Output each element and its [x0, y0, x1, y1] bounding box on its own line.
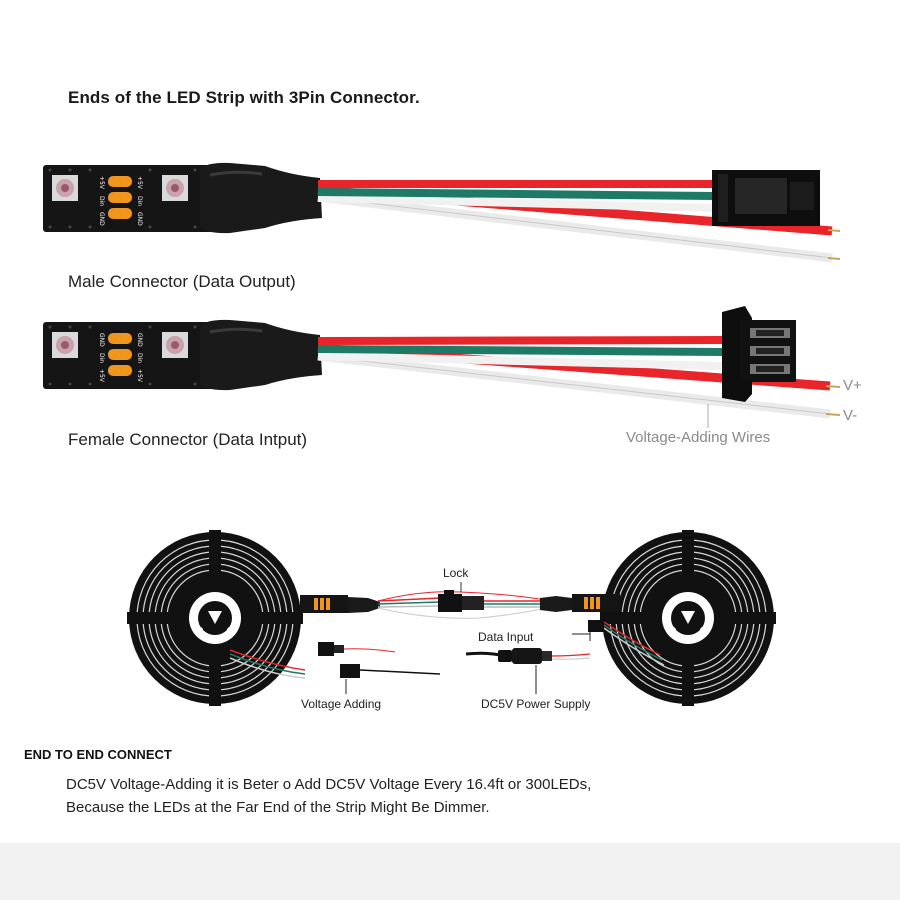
power-supply-plug [465, 648, 591, 664]
page-title: Ends of the LED Strip with 3Pin Connecto… [68, 88, 420, 107]
red-wire [317, 336, 723, 345]
solder-pads [108, 333, 132, 376]
v-plus-label: V+ [843, 377, 862, 394]
white-wire [317, 352, 723, 370]
female-connector-caption: Female Connector (Data Intput) [68, 430, 308, 449]
male-connector-caption: Male Connector (Data Output) [68, 272, 296, 291]
data-input-label: Data Input [478, 630, 534, 644]
heat-shrink-sleeve [200, 162, 322, 234]
male-connector-assembly: +5V Din GND +5V Din GND [43, 162, 841, 263]
led-chip [162, 332, 188, 358]
end-to-end-heading: END TO END CONNECT [24, 747, 172, 762]
heat-shrink-sleeve [200, 319, 322, 391]
voltage-adding-plug [340, 664, 441, 678]
voltage-adding-wires-label: Voltage-Adding Wires [626, 429, 771, 446]
green-wire [317, 345, 723, 356]
description-line-2: Because the LEDs at the Far End of the S… [66, 799, 490, 816]
female-3pin-housing [722, 306, 796, 402]
led-chip [52, 332, 78, 358]
lock-label: Lock [443, 566, 469, 580]
pin-label-din: Din [98, 353, 105, 363]
description-line-1: DC5V Voltage-Adding it is Beter o Add DC… [66, 776, 592, 793]
led-chip [52, 175, 78, 201]
footer-band [0, 843, 900, 900]
white-wire [317, 194, 716, 212]
pin-label-din: Din [98, 196, 105, 206]
pin-label-gnd: GND [136, 333, 143, 347]
pin-label-5v: +5V [98, 369, 105, 383]
male-3pin-housing [712, 170, 820, 226]
green-wire [317, 188, 716, 200]
lock-connector [438, 590, 484, 612]
end-to-end-diagram [127, 530, 776, 706]
pin-label-gnd: GND [98, 212, 105, 226]
pin-label-gnd: GND [136, 212, 143, 226]
voltage-adding-connector [318, 642, 396, 656]
pin-label-5v: +5V [136, 369, 143, 383]
voltage-adding-label: Voltage Adding [301, 697, 382, 711]
v-minus-label: V- [843, 407, 858, 424]
solder-pads [108, 176, 132, 219]
led-chip [162, 175, 188, 201]
pin-label-gnd: GND [98, 333, 105, 347]
led-reel-right [600, 530, 776, 706]
pin-label-din: Din [136, 196, 143, 206]
pin-label-5v: +5V [98, 176, 105, 190]
female-connector-assembly: GND Din +5V GND Din +5V [43, 306, 841, 428]
power-supply-label: DC5V Power Supply [481, 697, 591, 711]
pin-label-5v: +5V [136, 176, 143, 190]
led-reel-left [127, 530, 303, 706]
pin-label-din: Din [136, 353, 143, 363]
